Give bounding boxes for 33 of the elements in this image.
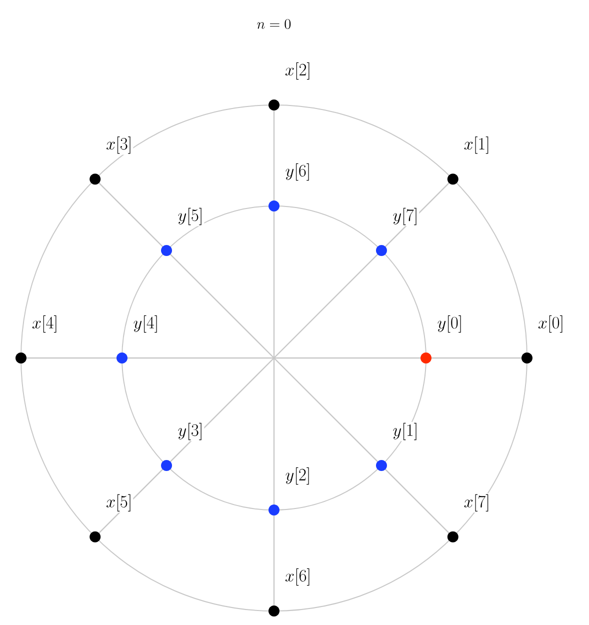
point-label: $y[3]$ xyxy=(176,422,204,442)
data-point xyxy=(420,352,432,364)
point-label: $y[0]$ xyxy=(436,314,464,334)
data-point xyxy=(16,352,26,364)
point-label: $x[3]$ xyxy=(105,135,134,155)
point-label: $y[7]$ xyxy=(392,206,420,226)
point-label: $y[6]$ xyxy=(284,162,312,182)
data-point xyxy=(161,460,172,471)
point-label: $y[1]$ xyxy=(392,422,420,442)
plot-title: $n = 0$ xyxy=(257,19,291,29)
point-label: $x[2]$ xyxy=(284,61,312,81)
point-label: $x[0]$ xyxy=(536,314,566,334)
data-point xyxy=(376,460,387,471)
data-point xyxy=(90,531,101,542)
point-label: $x[7]$ xyxy=(462,493,491,513)
point-label: $y[5]$ xyxy=(176,206,204,226)
data-point xyxy=(376,245,387,256)
data-point xyxy=(447,174,458,185)
data-point xyxy=(268,200,280,212)
point-label: $x[4]$ xyxy=(30,314,60,334)
data-point xyxy=(116,352,128,364)
point-label: $y[4]$ xyxy=(132,314,160,334)
data-point xyxy=(447,531,458,542)
data-point xyxy=(268,504,280,516)
point-label: $x[6]$ xyxy=(284,567,312,587)
data-point xyxy=(90,174,101,185)
data-point xyxy=(268,606,280,616)
point-label: $x[1]$ xyxy=(462,135,491,155)
point-label: $x[5]$ xyxy=(105,493,134,513)
data-point xyxy=(522,352,532,364)
point-label: $y[2]$ xyxy=(284,466,312,486)
data-point xyxy=(161,245,172,256)
data-point xyxy=(268,100,280,110)
